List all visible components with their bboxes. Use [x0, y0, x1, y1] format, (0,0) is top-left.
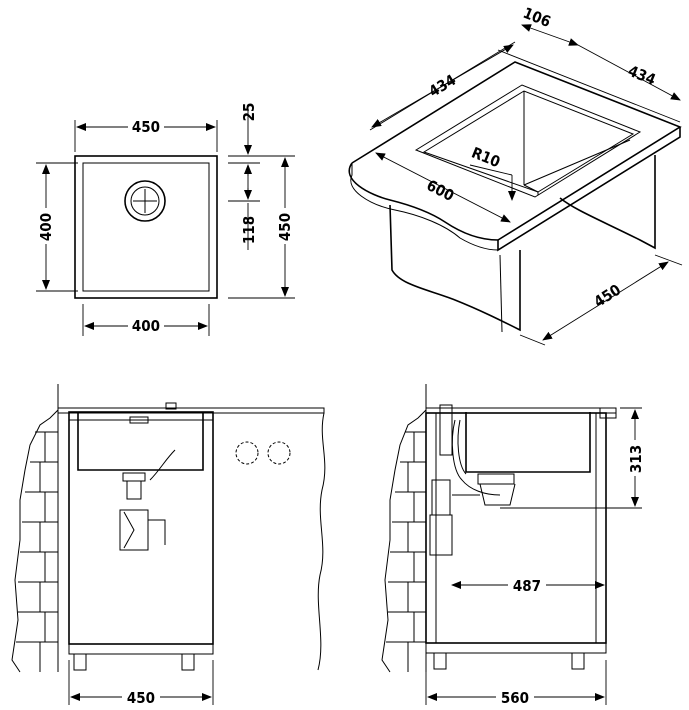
dim-600-label: 600: [424, 176, 457, 205]
dim-313-label: 313: [627, 445, 645, 473]
dim-offset-118-label: 118: [240, 216, 258, 244]
cabinet-side: [425, 412, 607, 644]
dim-434-right-label: 434: [625, 62, 658, 89]
cabinet-front: [68, 411, 214, 645]
countertop: [57, 407, 325, 414]
side-view: 313 487 560: [381, 384, 645, 707]
radius-r10-label: R10: [469, 144, 503, 172]
isometric-view: 106 434 434 600 R10 450: [348, 4, 683, 346]
overflow-icon: [129, 416, 149, 424]
dim-inner-width-400-label: 400: [132, 317, 160, 335]
sink-bowl-front: [77, 412, 204, 471]
tap-icon: [165, 402, 177, 410]
countertop-front-edge: [348, 162, 499, 241]
cabinet-leg: [181, 653, 195, 671]
siphon-icon: [429, 404, 516, 556]
cabinet-leg: [73, 653, 87, 671]
siphon-icon: [119, 449, 176, 551]
dim-inner-height-400-label: 400: [37, 213, 55, 241]
dim-487-label: 487: [513, 577, 541, 595]
dim-560-label: 560: [501, 689, 529, 707]
sink-outer-rim: [74, 155, 218, 299]
dim-450-depth-label: 450: [591, 281, 624, 311]
wall-bricks: [16, 431, 58, 672]
dim-offset-25-label: 25: [240, 103, 258, 122]
top-view: 450 400 400 25 118 450: [36, 103, 295, 336]
dim-height-450-label: 450: [276, 213, 294, 241]
dim-cabinet-450-label: 450: [127, 689, 155, 707]
dim-434-left-label: 434: [426, 71, 459, 101]
front-view: 450: [11, 384, 326, 707]
drain-icon: [124, 180, 166, 222]
sink-bowl: [82, 162, 210, 292]
cabinet-leg: [433, 652, 447, 670]
cabinet-body: [389, 204, 521, 332]
dim-106-label: 106: [520, 4, 553, 31]
cabinet-leg: [571, 652, 585, 670]
wall-bricks: [386, 431, 426, 672]
dim-width-450-label: 450: [132, 118, 160, 136]
sink-bowl-side: [465, 412, 591, 473]
